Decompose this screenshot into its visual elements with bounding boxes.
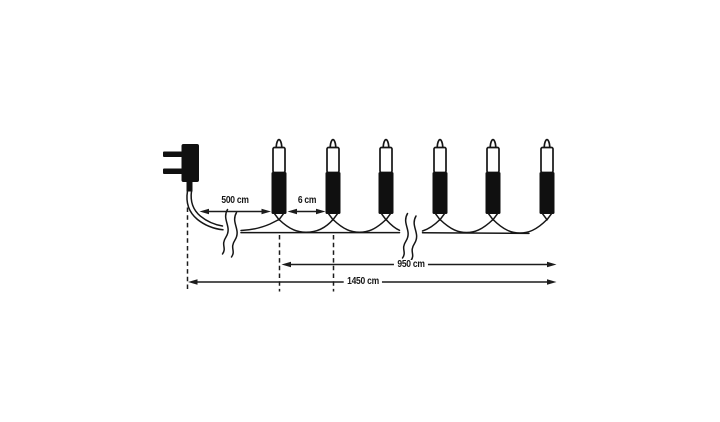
lead-length-label: 500 cm bbox=[221, 195, 249, 206]
bulb-icon bbox=[324, 138, 342, 221]
string-wire bbox=[186, 190, 548, 235]
dimension-lead-500cm bbox=[199, 208, 271, 215]
lit-length-label: 950 cm bbox=[393, 260, 429, 270]
extension-lines bbox=[186, 207, 335, 292]
bulb-icon bbox=[270, 138, 288, 221]
bulb-spacing-label: 6 cm bbox=[297, 195, 317, 206]
cable-break-mark bbox=[401, 212, 418, 262]
bulb-icon bbox=[377, 138, 395, 221]
uk-plug-icon bbox=[163, 144, 199, 192]
bulb-icon bbox=[431, 138, 449, 221]
bulb-icon bbox=[538, 138, 556, 221]
cable-break-mark bbox=[221, 208, 238, 258]
total-length-label: 1450 cm bbox=[343, 277, 383, 287]
dimension-spacing-6cm bbox=[287, 208, 326, 215]
bulb-icon bbox=[484, 138, 502, 221]
